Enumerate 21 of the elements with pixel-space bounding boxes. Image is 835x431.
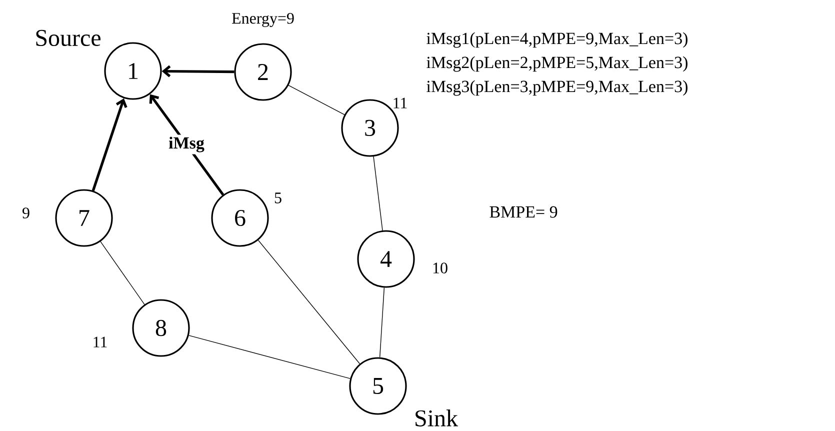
node-annotation: Source <box>36 30 100 46</box>
arrow <box>92 98 128 192</box>
node-annotation: Energy=9 <box>232 12 294 28</box>
connector-line <box>188 335 351 379</box>
edge-label: iMsg <box>166 134 206 154</box>
connector-line <box>288 85 345 115</box>
node-annotation: Sink <box>416 410 458 426</box>
node-annotation: 5 <box>274 192 282 204</box>
node-annotation: 9 <box>22 208 30 218</box>
node-annotation: 11 <box>94 336 107 348</box>
connector-line <box>379 287 385 358</box>
connector-line <box>373 156 383 231</box>
message-label: iMsg1(pLen=4,pMPE=9,Max_Len=3) <box>426 32 688 48</box>
node-annotation: 11 <box>394 98 407 108</box>
message-label: iMsg3(pLen=3,pMPE=9,Max_Len=3) <box>426 80 688 96</box>
message-label: iMsg2(pLen=2,pMPE=5,Max_Len=3) <box>426 56 688 72</box>
message-label: BMPE= 9 <box>490 206 558 218</box>
connector-line <box>258 240 360 364</box>
connector-line <box>100 241 145 305</box>
arrow <box>162 65 234 78</box>
node-annotation: 10 <box>433 262 448 274</box>
